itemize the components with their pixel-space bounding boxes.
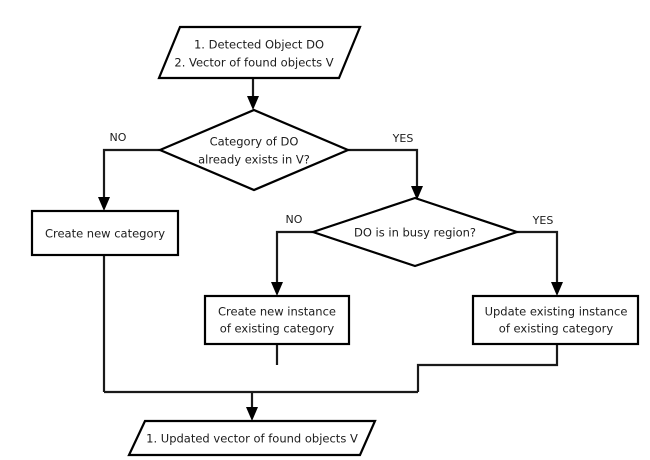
edge-label-category-no: NO bbox=[110, 131, 127, 144]
node-update-instance: Update existing instance of existing cat… bbox=[471, 294, 640, 346]
edge-busy-no-to-create-instance bbox=[271, 230, 313, 296]
edge-input-to-category-decision bbox=[247, 78, 259, 110]
create-instance-line-2: of existing category bbox=[220, 322, 335, 336]
edge-merge-to-output bbox=[104, 390, 418, 421]
edge-label-category-yes: YES bbox=[392, 132, 414, 145]
category-decision-line-2: already exists in V? bbox=[198, 153, 310, 167]
create-instance-line-1: Create new instance bbox=[218, 305, 336, 319]
node-create-category: Create new category bbox=[30, 209, 180, 257]
update-instance-line-2: of existing category bbox=[499, 322, 614, 336]
category-decision-diamond bbox=[157, 108, 351, 192]
node-decision-category: Category of DO already exists in V? bbox=[157, 108, 351, 192]
update-instance-box bbox=[471, 294, 640, 346]
edge-label-busy-yes: YES bbox=[532, 214, 554, 227]
node-output: 1. Updated vector of found objects V bbox=[127, 419, 377, 457]
busy-decision-label: DO is in busy region? bbox=[354, 226, 476, 240]
create-category-label: Create new category bbox=[45, 227, 165, 241]
edge-category-no-to-create-category bbox=[98, 148, 160, 211]
update-instance-line-1: Update existing instance bbox=[485, 305, 628, 319]
output-parallelogram bbox=[127, 419, 377, 457]
edge-update-instance-to-merge bbox=[416, 344, 559, 392]
create-instance-box bbox=[203, 294, 351, 346]
category-decision-line-1: Category of DO bbox=[210, 135, 299, 149]
busy-decision-diamond bbox=[309, 196, 521, 268]
node-input: 1. Detected Object DO 2. Vector of found… bbox=[157, 25, 362, 80]
input-parallelogram bbox=[157, 25, 362, 80]
input-line-2: 2. Vector of found objects V bbox=[174, 56, 333, 70]
node-create-instance: Create new instance of existing category bbox=[203, 294, 351, 346]
edge-label-busy-no: NO bbox=[286, 213, 303, 226]
create-category-box bbox=[30, 209, 180, 257]
edge-category-yes-to-busy-decision bbox=[348, 148, 423, 200]
node-decision-busy: DO is in busy region? bbox=[309, 196, 521, 268]
edge-busy-yes-to-update-instance bbox=[517, 230, 563, 296]
output-label: 1. Updated vector of found objects V bbox=[146, 432, 358, 446]
input-line-1: 1. Detected Object DO bbox=[194, 38, 324, 52]
